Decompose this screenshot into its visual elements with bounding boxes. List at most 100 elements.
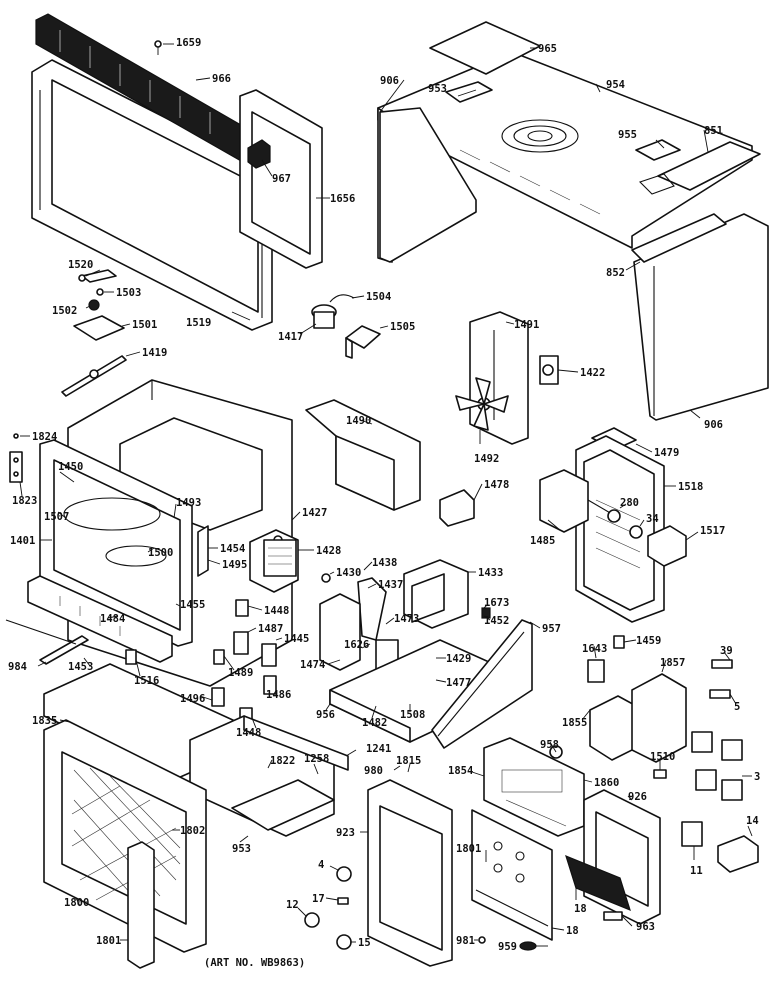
cover-965 xyxy=(429,21,541,75)
cover-1478 xyxy=(439,489,475,527)
callout-980: 980 xyxy=(364,765,383,777)
callout-18b: 18 xyxy=(566,925,579,937)
callout-1422: 1422 xyxy=(580,367,605,379)
switch-1448a xyxy=(235,599,249,617)
panel-1801 xyxy=(471,809,553,941)
callout-1437: 1437 xyxy=(378,579,403,591)
fuse-280 xyxy=(607,509,621,523)
callout-1473: 1473 xyxy=(394,613,419,625)
callout-1241: 1241 xyxy=(366,743,391,755)
callout-15: 15 xyxy=(358,937,371,949)
callout-958: 958 xyxy=(540,739,559,751)
panel-frame-923 xyxy=(367,779,453,967)
switch-1459 xyxy=(613,635,625,649)
callout-1448a: 1448 xyxy=(264,605,289,617)
base-1474 xyxy=(319,593,361,671)
hinge-1823 xyxy=(9,451,23,483)
screw-1659 xyxy=(154,40,162,55)
switches-3 xyxy=(691,731,743,801)
callout-953b: 953 xyxy=(232,843,251,855)
callout-1501: 1501 xyxy=(132,319,157,331)
callout-981: 981 xyxy=(456,935,475,947)
callout-1801b: 1801 xyxy=(96,935,121,947)
callout-1427: 1427 xyxy=(302,507,327,519)
callout-926: 926 xyxy=(628,791,647,803)
art-number: (ART NO. WB9863) xyxy=(204,957,305,969)
callout-1824: 1824 xyxy=(32,431,57,443)
hinge-arm-1454 xyxy=(197,525,209,577)
callout-1857: 1857 xyxy=(660,657,685,669)
latch-1489 xyxy=(213,649,225,665)
callout-5: 5 xyxy=(734,701,740,713)
callout-1453: 1453 xyxy=(68,661,93,673)
relay-1643 xyxy=(587,659,605,683)
callout-1855: 1855 xyxy=(562,717,587,729)
callout-906a: 906 xyxy=(380,75,399,87)
transformer-1433 xyxy=(403,559,469,629)
callout-1429: 1429 xyxy=(446,653,471,665)
pin-17 xyxy=(337,897,349,905)
plate-1501 xyxy=(73,315,125,341)
plate-1517 xyxy=(647,525,687,567)
plug-5 xyxy=(709,689,731,699)
magnetron-1428 xyxy=(263,539,297,577)
callout-1801a: 1801 xyxy=(456,843,481,855)
callout-12: 12 xyxy=(286,899,299,911)
callout-1419: 1419 xyxy=(142,347,167,359)
callout-1505: 1505 xyxy=(390,321,415,333)
callout-1504: 1504 xyxy=(366,291,391,303)
bracket-1518 xyxy=(575,435,665,623)
callout-1482: 1482 xyxy=(362,717,387,729)
callout-1484: 1484 xyxy=(100,613,125,625)
callout-1486: 1486 xyxy=(266,689,291,701)
fuse-holder-1485 xyxy=(539,469,613,533)
door-assembly-1800 xyxy=(43,719,207,953)
cover-851 xyxy=(638,141,761,195)
diode-1430 xyxy=(321,573,331,583)
callout-1258: 1258 xyxy=(304,753,329,765)
callout-1835: 1835 xyxy=(32,715,57,727)
callout-1490: 1490 xyxy=(346,415,371,427)
clip-1520 xyxy=(78,269,117,283)
callout-956: 956 xyxy=(316,709,335,721)
switch-1445 xyxy=(261,643,277,667)
callout-1800: 1800 xyxy=(64,897,89,909)
callout-1510: 1510 xyxy=(650,751,675,763)
callout-1478: 1478 xyxy=(484,479,509,491)
clip-963 xyxy=(603,911,623,921)
control-strip-1453 xyxy=(27,575,173,663)
knob-15 xyxy=(336,934,352,950)
callout-34: 34 xyxy=(646,513,659,525)
knob-34 xyxy=(629,525,643,539)
plug-39 xyxy=(711,659,733,669)
callout-963: 963 xyxy=(636,921,655,933)
callout-17: 17 xyxy=(312,893,325,905)
callout-966: 966 xyxy=(212,73,231,85)
knob-4 xyxy=(336,866,352,882)
motor-1417 xyxy=(311,294,355,329)
block-967 xyxy=(247,139,271,169)
screw-959 xyxy=(519,941,537,951)
control-board-1854 xyxy=(483,737,585,837)
callout-1452: 1452 xyxy=(484,615,509,627)
callout-1860: 1860 xyxy=(594,777,619,789)
callout-953: 953 xyxy=(428,83,447,95)
callout-1802: 1802 xyxy=(180,825,205,837)
callout-1520: 1520 xyxy=(68,259,93,271)
callout-1496: 1496 xyxy=(180,693,205,705)
bracket-1857 xyxy=(631,673,687,763)
outer-case-954 xyxy=(377,51,753,263)
callout-1503: 1503 xyxy=(116,287,141,299)
callout-1643: 1643 xyxy=(582,643,607,655)
callout-1487: 1487 xyxy=(258,623,283,635)
callout-1626: 1626 xyxy=(344,639,369,651)
callout-1518: 1518 xyxy=(678,481,703,493)
callout-1489: 1489 xyxy=(228,667,253,679)
bracket-1437 xyxy=(357,577,387,641)
plate-955 xyxy=(635,139,681,161)
callout-1815: 1815 xyxy=(396,755,421,767)
bracket-1505 xyxy=(345,325,381,359)
switch-14 xyxy=(717,835,759,873)
keypad-18 xyxy=(565,854,631,912)
